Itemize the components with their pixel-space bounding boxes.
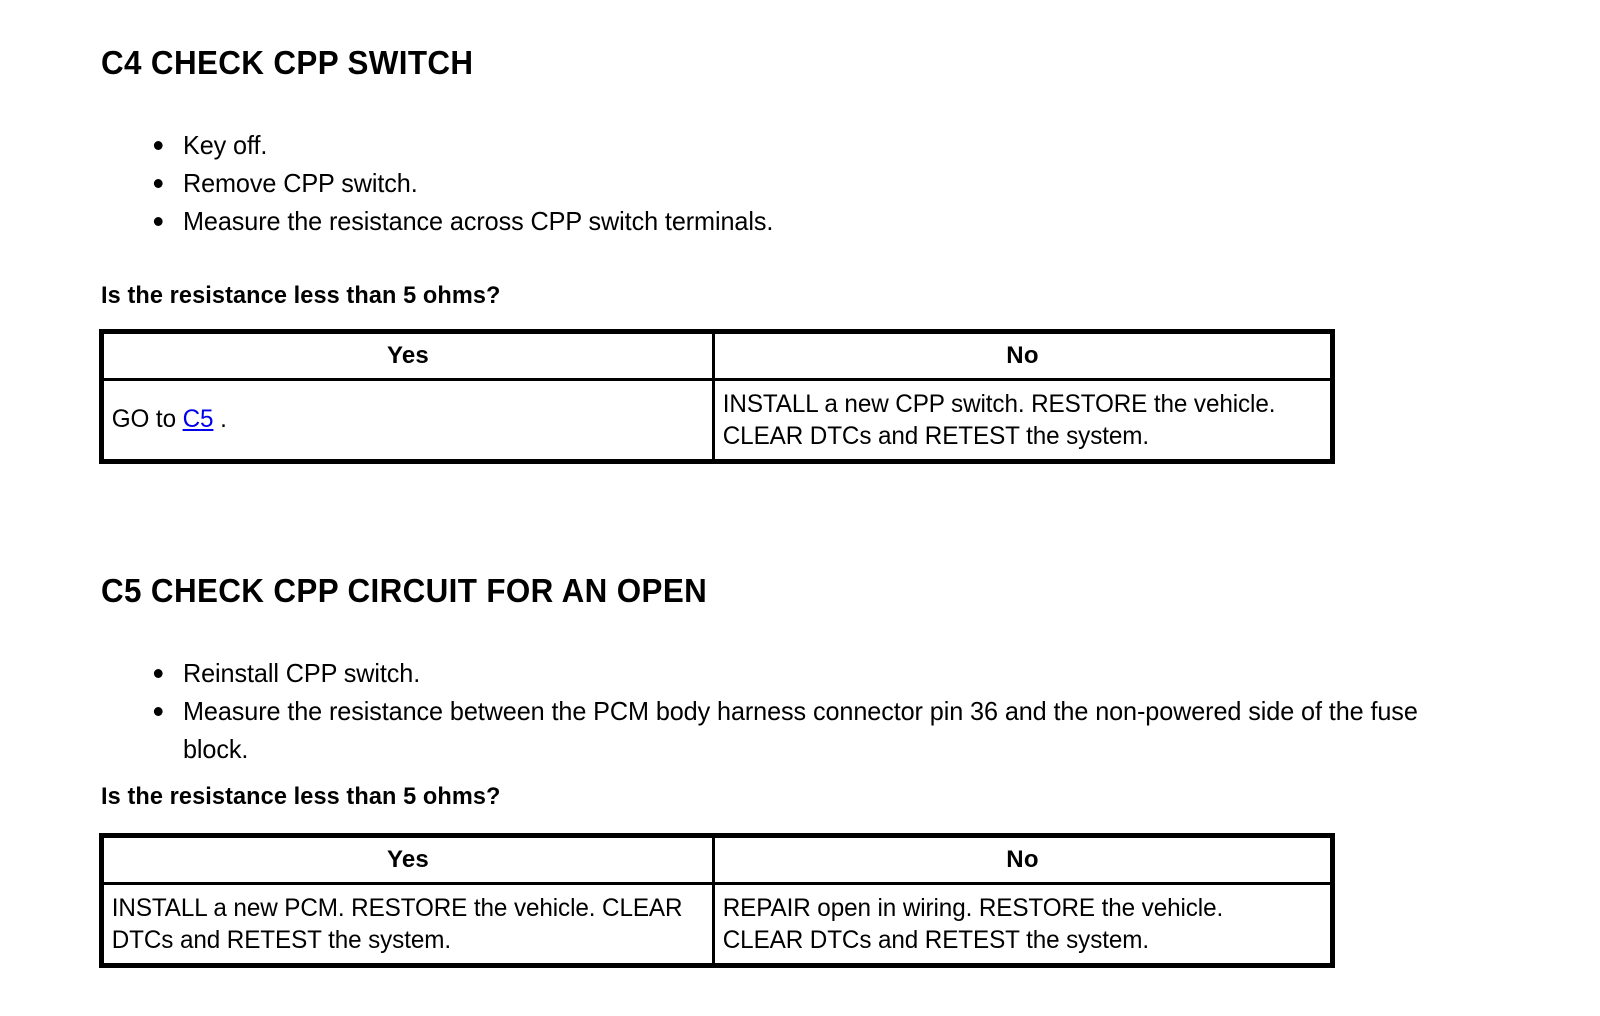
step-text: Measure the resistance across CPP switch… — [182, 206, 774, 236]
step-text: Reinstall CPP switch. — [182, 658, 421, 688]
section-c5-heading: C5 CHECK CPP CIRCUIT FOR AN OPEN — [101, 572, 708, 609]
bullet-dot-icon — [153, 217, 163, 226]
cell-yes-action: GO to C5 . — [101, 378, 715, 462]
section-c5-step-list: Reinstall CPP switch. Measure the resist… — [150, 654, 1480, 768]
column-header-no: No — [712, 835, 1333, 885]
section-c4-decision-table-wrap: Yes No GO to C5 . INSTALL a new CPP swit… — [99, 329, 1335, 464]
goto-prefix: GO to — [111, 405, 183, 433]
cell-text: INSTALL a new PCM. RESTORE the vehicle. … — [111, 894, 683, 954]
decision-table: Yes No GO to C5 . INSTALL a new CPP swit… — [101, 331, 1333, 462]
section-c4-step-list: Key off. Remove CPP switch. Measure the … — [150, 126, 1480, 240]
bullet-dot-icon — [153, 141, 163, 150]
list-item: Key off. — [150, 126, 1440, 164]
step-text: Remove CPP switch. — [182, 168, 418, 198]
list-item: Measure the resistance between the PCM b… — [150, 692, 1440, 768]
cell-no-action: REPAIR open in wiring. RESTORE the vehic… — [712, 882, 1333, 966]
cell-text: REPAIR open in wiring. RESTORE the vehic… — [722, 894, 1224, 954]
goto-suffix: . — [213, 405, 227, 433]
table-header-row: Yes No — [101, 835, 1333, 885]
section-c4-heading: C4 CHECK CPP SWITCH — [101, 44, 474, 81]
list-item: Reinstall CPP switch. — [150, 654, 1440, 692]
decision-table: Yes No INSTALL a new PCM. RESTORE the ve… — [101, 835, 1333, 966]
cell-yes-action: INSTALL a new PCM. RESTORE the vehicle. … — [101, 882, 715, 966]
bullet-dot-icon — [153, 669, 163, 678]
cross-reference-link-c5[interactable]: C5 — [182, 405, 214, 433]
bullet-dot-icon — [153, 707, 163, 716]
bullet-dot-icon — [153, 179, 163, 188]
cell-text: GO to C5 . — [104, 381, 694, 435]
list-item: Measure the resistance across CPP switch… — [150, 202, 1440, 240]
table-row: INSTALL a new PCM. RESTORE the vehicle. … — [101, 882, 1333, 966]
cell-no-action: INSTALL a new CPP switch. RESTORE the ve… — [712, 378, 1333, 462]
column-header-yes: Yes — [101, 331, 715, 381]
section-c5-decision-table-wrap: Yes No INSTALL a new PCM. RESTORE the ve… — [99, 833, 1335, 968]
step-text: Measure the resistance between the PCM b… — [182, 696, 1418, 764]
table-row: GO to C5 . INSTALL a new CPP switch. RES… — [101, 378, 1333, 462]
column-header-yes: Yes — [101, 835, 715, 885]
section-c5-question: Is the resistance less than 5 ohms? — [101, 783, 501, 810]
table-header-row: Yes No — [101, 331, 1333, 381]
step-text: Key off. — [182, 130, 268, 160]
section-c4-question: Is the resistance less than 5 ohms? — [101, 282, 501, 309]
cell-text: INSTALL a new CPP switch. RESTORE the ve… — [722, 390, 1276, 450]
column-header-no: No — [712, 331, 1333, 381]
list-item: Remove CPP switch. — [150, 164, 1440, 202]
